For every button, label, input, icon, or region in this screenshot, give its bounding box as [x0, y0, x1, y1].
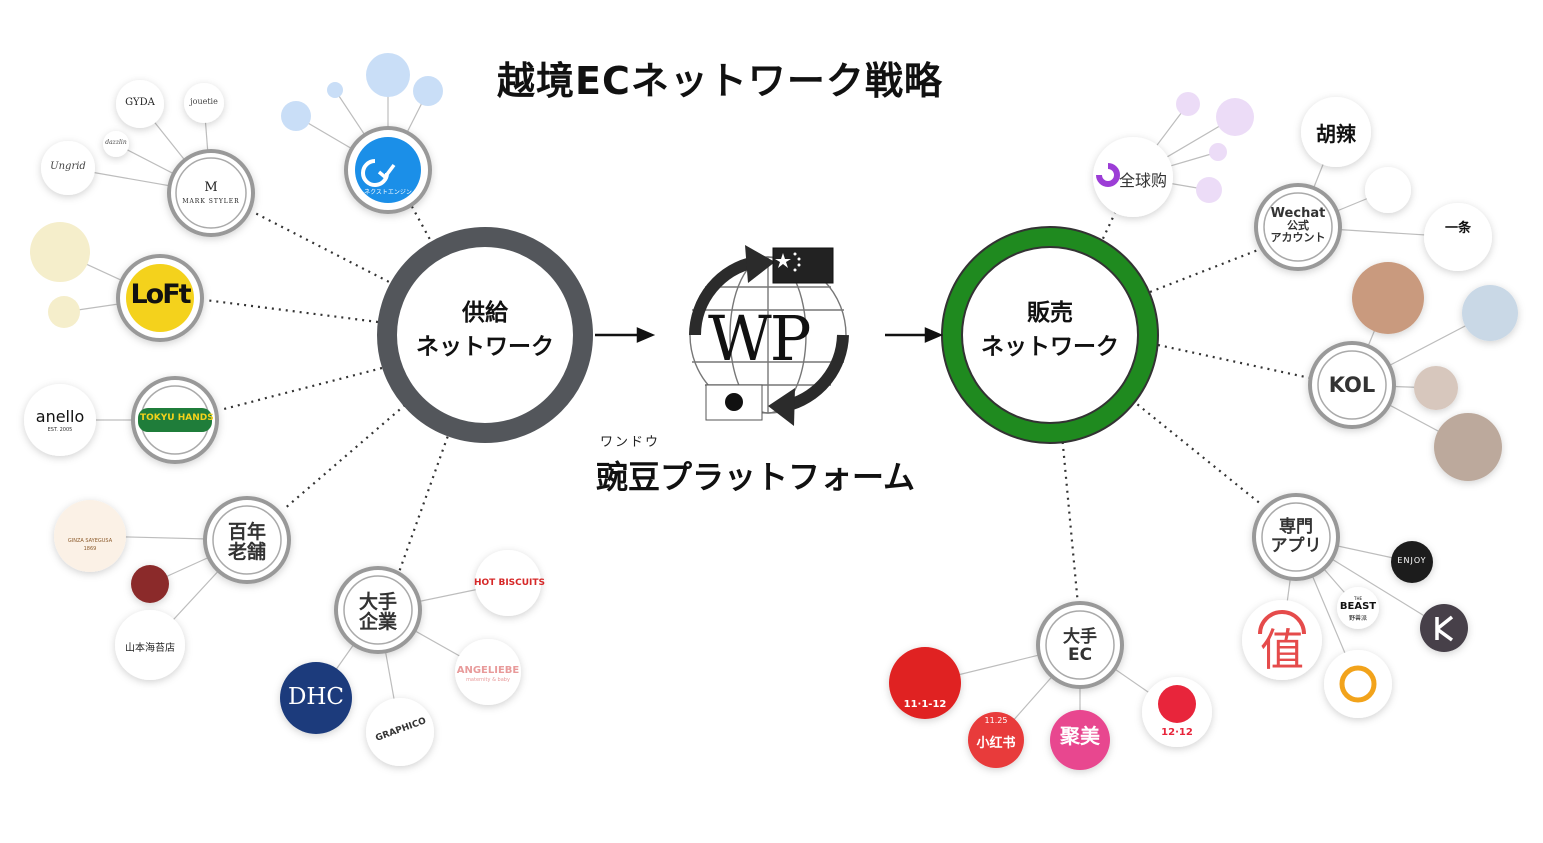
- supply-hub-label: 供給 ネットワーク: [405, 296, 565, 364]
- supply-connectors: [204, 202, 452, 576]
- supply-hub-line1: 供給: [462, 300, 508, 326]
- ginza-sayegusa-logo: GINZA SAYEGUSA: [67, 538, 113, 544]
- flow-arrows: [595, 327, 944, 343]
- category-kol: KOL: [1328, 373, 1376, 397]
- sales-nodes: [889, 97, 1518, 770]
- ginza-year: 1869: [83, 546, 97, 552]
- wp-globe-icon: [689, 256, 847, 414]
- sales-hub-line1: 販売: [1027, 300, 1073, 326]
- mark-styler-m-logo: M: [204, 180, 218, 195]
- globe-arrow-top-icon: [689, 256, 757, 336]
- quanqiugou-logo: 全球购: [1118, 171, 1167, 190]
- anello-est: EST. 2005: [47, 427, 73, 433]
- supply-hub-ring: [377, 227, 593, 443]
- loft-logo: LoFt: [130, 279, 191, 310]
- mark-styler-logo: MARK STYLER: [182, 198, 240, 205]
- zhi-logo: 值: [1260, 625, 1304, 676]
- jouetie-logo: jouetie: [190, 97, 218, 106]
- dazzlin-logo: dazzlin: [105, 139, 127, 146]
- kaola-date: 12·12: [1161, 727, 1193, 738]
- category-wechat: Wechat 公式 アカウント: [1270, 206, 1326, 244]
- sales-hub-label: 販売 ネットワーク: [970, 296, 1130, 364]
- category-senmon-app: 専門 アプリ: [1270, 517, 1322, 556]
- globe-arrow-bottom-icon: [783, 334, 849, 412]
- beast-logo: BEAST: [1339, 601, 1377, 612]
- supply-nodes: [24, 80, 541, 766]
- category-hyakunen: 百年 老舗: [227, 521, 266, 563]
- yitiao-logo: 一条: [1444, 221, 1471, 236]
- xiaohongshu-logo: 小红书: [976, 736, 1016, 751]
- page-title: 越境ECネットワーク戦略: [497, 59, 943, 103]
- beast-the: THE: [1354, 596, 1362, 601]
- huhuo-logo: 胡辣: [1316, 122, 1356, 146]
- category-ote-kigyo: 大手 企業: [358, 591, 397, 633]
- sales-hub-ring: [942, 227, 1158, 443]
- xiaohongshu-date: 11.25: [984, 716, 1008, 725]
- china-flag-icon: [772, 247, 834, 284]
- beast-sub: 野兽派: [1348, 615, 1367, 622]
- yamamoto-logo: 山本海苔店: [125, 643, 175, 654]
- hot-biscuits-logo: HOT BISCUITS: [474, 578, 546, 588]
- supply-hub-line2: ネットワーク: [416, 334, 554, 360]
- angeliebe-logo: ANGELIEBE: [456, 665, 520, 676]
- platform-name: 豌豆プラットフォーム: [596, 458, 916, 496]
- ungrid-logo: Ungrid: [50, 161, 86, 172]
- wp-logo-text: WP: [708, 302, 811, 375]
- sales-connectors: [1060, 212, 1311, 606]
- dhc-logo: DHC: [287, 684, 345, 710]
- japan-flag-icon: [705, 384, 763, 421]
- next-engine-logo: ネクストエンジン: [364, 189, 412, 196]
- anello-logo: anello: [35, 407, 85, 426]
- jumei-logo: 聚美: [1060, 724, 1100, 748]
- gyda-logo: GYDA: [125, 97, 155, 108]
- decorative-bubbles: [30, 53, 1254, 328]
- angeliebe-sub: maternity & baby: [466, 677, 510, 683]
- sales-hub-line2: ネットワーク: [981, 334, 1119, 360]
- platform-ruby: ワンドウ: [600, 435, 661, 450]
- category-ote-ec: 大手 EC: [1063, 627, 1097, 665]
- tokyu-hands-logo: TOKYU HANDS: [140, 413, 214, 423]
- enjoy-logo: ENJOY: [1397, 556, 1427, 565]
- tmall-date: 11·1-12: [903, 699, 947, 710]
